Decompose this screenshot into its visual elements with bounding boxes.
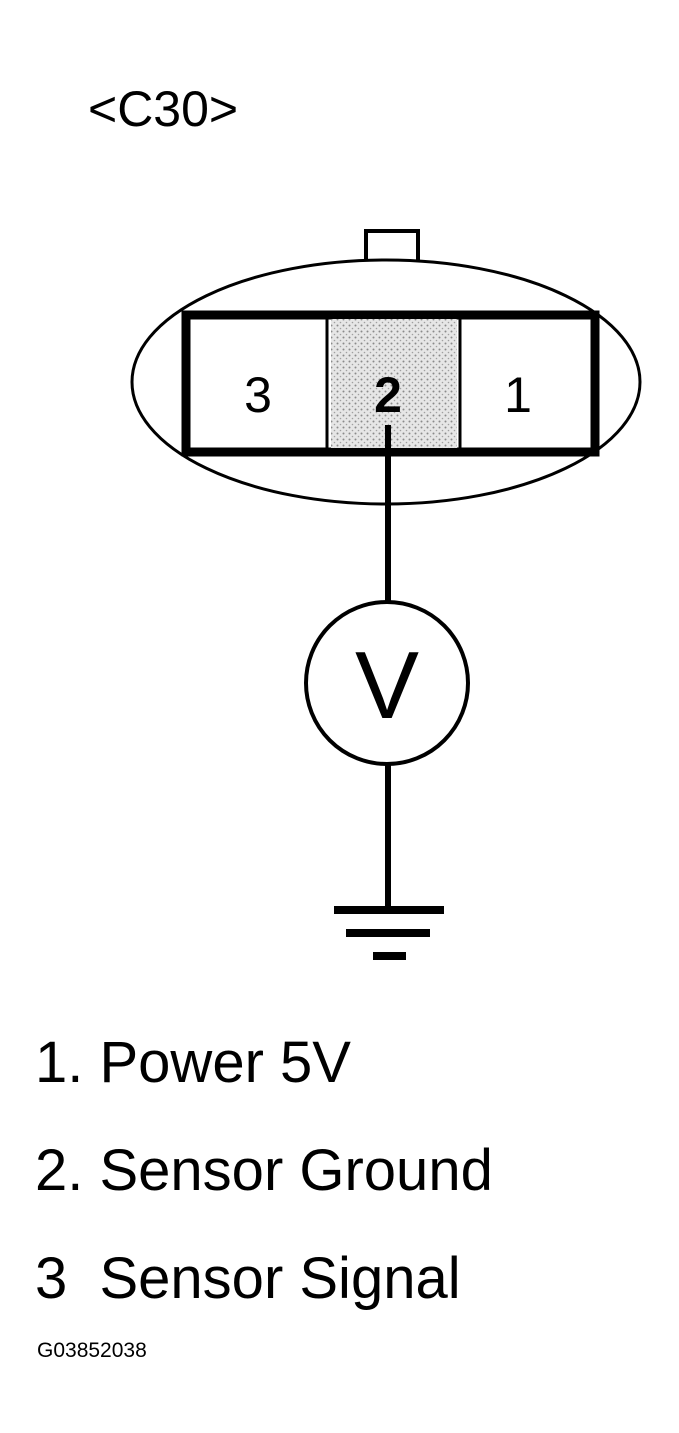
legend-item: 1. Power 5V xyxy=(35,1030,351,1095)
voltmeter: V xyxy=(304,600,470,766)
pin-3-label: 3 xyxy=(244,367,272,423)
ground-icon xyxy=(334,906,444,960)
pin-legend: 1. Power 5V 2. Sensor Ground 3 Sensor Si… xyxy=(35,1030,493,1311)
voltmeter-label: V xyxy=(355,632,419,739)
pin-1-label: 1 xyxy=(504,367,532,423)
legend-item: 2. Sensor Ground xyxy=(35,1138,493,1203)
connector-title: <C30> xyxy=(88,81,238,137)
legend-item: 3 Sensor Signal xyxy=(35,1246,461,1311)
connector-c30: 3 2 1 xyxy=(130,229,642,506)
figure-id: G03852038 xyxy=(37,1339,147,1362)
pin-2-label: 2 xyxy=(374,367,402,423)
pin-2-cavity xyxy=(331,319,457,448)
